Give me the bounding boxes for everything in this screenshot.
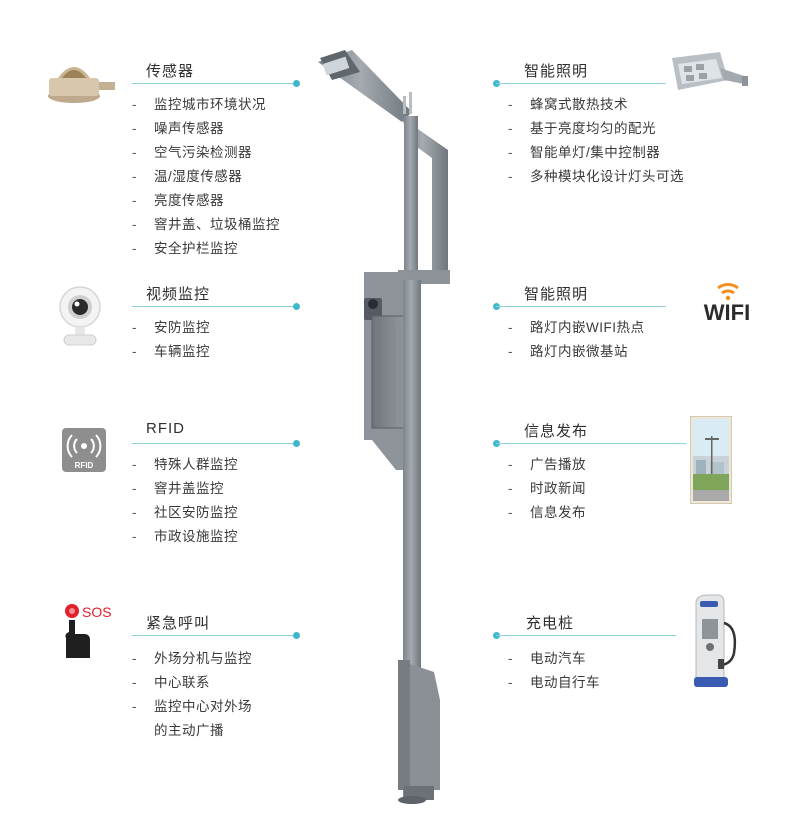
info-feature-list: -广告播放 -时政新闻 -信息发布 <box>508 453 586 525</box>
list-item: -窨井盖、垃圾桶监控 <box>132 217 280 232</box>
section-title-lighting: 智能照明 <box>524 63 589 80</box>
sos-button-icon: SOS <box>60 602 124 665</box>
section-title-emergency: 紧急呼叫 <box>146 615 211 632</box>
list-item: -智能单灯/集中控制器 <box>508 145 661 160</box>
list-item: -市政设施监控 <box>132 529 238 544</box>
list-item: -空气污染检测器 <box>132 145 252 160</box>
list-item: -车辆监控 <box>132 344 210 359</box>
section-connector-dot <box>293 440 300 447</box>
list-item: -安防监控 <box>132 320 210 335</box>
list-item: -的主动广播 <box>154 723 224 738</box>
rfid-icon: RFID <box>62 428 106 477</box>
section-divider <box>132 83 296 84</box>
list-item: -监控城市环境状况 <box>132 97 266 112</box>
list-item: -路灯内嵌微基站 <box>508 344 628 359</box>
section-title-rfid: RFID <box>146 420 185 437</box>
video-feature-list: -安防监控 -车辆监控 <box>132 316 210 364</box>
sensor-feature-list: -监控城市环境状况 -噪声传感器 -空气污染检测器 -温/湿度传感器 -亮度传感… <box>132 93 280 261</box>
section-divider <box>496 443 686 444</box>
list-item: -特殊人群监控 <box>132 457 238 472</box>
display-screen-icon <box>689 415 733 509</box>
smart-pole-illustration <box>318 50 450 804</box>
list-item: -多种模块化设计灯头可选 <box>508 169 684 184</box>
list-item: -信息发布 <box>508 505 586 520</box>
section-title-video: 视频监控 <box>146 286 211 303</box>
section-title-charging: 充电桩 <box>526 615 575 632</box>
list-item: -温/湿度传感器 <box>132 169 243 184</box>
section-title-sensor: 传感器 <box>146 63 195 80</box>
list-item: -电动汽车 <box>508 651 586 666</box>
section-title-info: 信息发布 <box>524 423 589 440</box>
list-item: -中心联系 <box>132 675 210 690</box>
section-divider <box>132 306 296 307</box>
list-item: -外场分机与监控 <box>132 651 252 666</box>
section-divider <box>132 635 296 636</box>
list-item: -广告播放 <box>508 457 586 472</box>
section-connector-dot <box>293 632 300 639</box>
svg-text:RFID: RFID <box>75 461 94 470</box>
section-divider <box>132 443 296 444</box>
section-title-wifi: 智能照明 <box>524 286 589 303</box>
list-item: -社区安防监控 <box>132 505 238 520</box>
lighting-feature-list: -蜂窝式散热技术 -基于亮度均匀的配光 -智能单灯/集中控制器 -多种模块化设计… <box>508 93 684 189</box>
list-item: -时政新闻 <box>508 481 586 496</box>
led-street-lamp-icon <box>668 50 750 103</box>
list-item: -窨井盖监控 <box>132 481 224 496</box>
list-item: -基于亮度均匀的配光 <box>508 121 656 136</box>
list-item: -亮度传感器 <box>132 193 224 208</box>
list-item: -路灯内嵌WIFI热点 <box>508 320 645 335</box>
section-divider <box>496 306 666 307</box>
rfid-feature-list: -特殊人群监控 -窨井盖监控 -社区安防监控 -市政设施监控 <box>132 453 238 549</box>
webcam-icon <box>56 285 106 352</box>
wifi-feature-list: -路灯内嵌WIFI热点 -路灯内嵌微基站 <box>508 316 645 364</box>
list-item: -噪声传感器 <box>132 121 224 136</box>
svg-text:WIFI: WIFI <box>704 300 750 324</box>
section-connector-dot <box>293 303 300 310</box>
emergency-feature-list: -外场分机与监控 -中心联系 -监控中心对外场 -的主动广播 <box>132 647 252 743</box>
section-divider <box>496 635 676 636</box>
list-item: -蜂窝式散热技术 <box>508 97 628 112</box>
weather-sensor-icon <box>44 58 118 113</box>
section-divider <box>496 83 666 84</box>
charging-feature-list: -电动汽车 -电动自行车 <box>508 647 600 695</box>
svg-text:SOS: SOS <box>82 604 112 620</box>
list-item: -安全护栏监控 <box>132 241 238 256</box>
charging-station-icon <box>690 593 744 698</box>
section-connector-dot <box>293 80 300 87</box>
list-item: -监控中心对外场 <box>132 699 252 714</box>
list-item: -电动自行车 <box>508 675 600 690</box>
wifi-icon: WIFI <box>694 274 760 329</box>
